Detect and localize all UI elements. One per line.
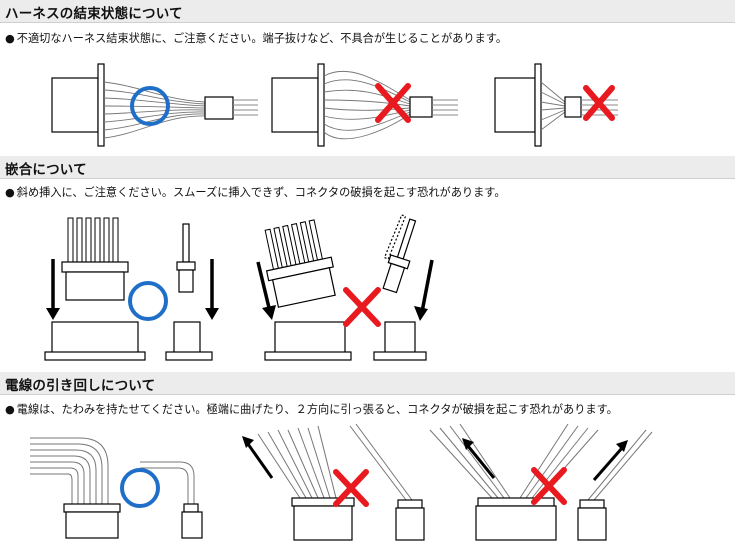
mating-figure (44, 214, 434, 361)
section-title: 電線の引き回しについて (5, 378, 156, 394)
connector-ng-1 (291, 497, 425, 541)
harness-ng-example-1 (271, 63, 458, 147)
bullet-icon: ● (5, 186, 15, 199)
ng-cross-icon (531, 467, 567, 505)
direction-arrow-icon (46, 259, 219, 320)
ng-cross-icon (375, 83, 411, 123)
ng-cross-icon (583, 85, 615, 121)
section-note: ●不適切なハーネス結束状態に、ご注意ください。端子抜けなど、不具合が生じることが… (5, 30, 507, 46)
note-text: 斜め挿入に、ご注意ください。スムーズに挿入できず、コネクタの破損を起こす恐れがあ… (16, 186, 506, 199)
note-text: 不適切なハーネス結束状態に、ご注意ください。端子抜けなど、不具合が生じることがあ… (16, 32, 508, 45)
harness-ng-example-2 (494, 63, 618, 147)
section-title: 嵌合について (5, 162, 87, 178)
section-note: ●電線は、たわみを持たせてください。極端に曲げたり、２方向に引っ張ると、コネクタ… (5, 401, 618, 417)
section-note: ●斜め挿入に、ご注意ください。スムーズに挿入できず、コネクタの破損を起こす恐れが… (5, 184, 506, 200)
section-header-mating: 嵌合について (0, 156, 735, 179)
connector-ng-2 (475, 497, 607, 541)
wire-sharp-bend-ng-example (257, 423, 413, 501)
ok-circle-icon (128, 281, 168, 321)
note-text: 電線は、たわみを持たせてください。極端に曲げたり、２方向に引っ張ると、コネクタが… (16, 403, 618, 416)
ok-circle-icon (120, 468, 160, 508)
direction-arrow-icon (462, 438, 628, 481)
direction-arrow-icon (242, 436, 274, 479)
section-title: ハーネスの結束状態について (5, 6, 183, 22)
wire-slack-good-example (30, 437, 203, 539)
section-header-harness: ハーネスの結束状態について (0, 0, 735, 23)
wire-routing-figure (30, 423, 653, 541)
ok-circle-icon (130, 86, 170, 126)
bullet-icon: ● (5, 403, 15, 416)
bullet-icon: ● (5, 32, 15, 45)
section-header-wire-routing: 電線の引き回しについて (0, 372, 735, 395)
straight-insertion-example (44, 217, 213, 361)
ng-cross-icon (333, 469, 369, 507)
ng-cross-icon (343, 287, 381, 327)
oblique-insertion-example (264, 214, 427, 361)
wire-two-direction-ng-example (429, 423, 653, 501)
harness-good-example (51, 63, 258, 147)
harness-bundling-figure (51, 63, 618, 147)
direction-arrow-icon (256, 259, 434, 321)
